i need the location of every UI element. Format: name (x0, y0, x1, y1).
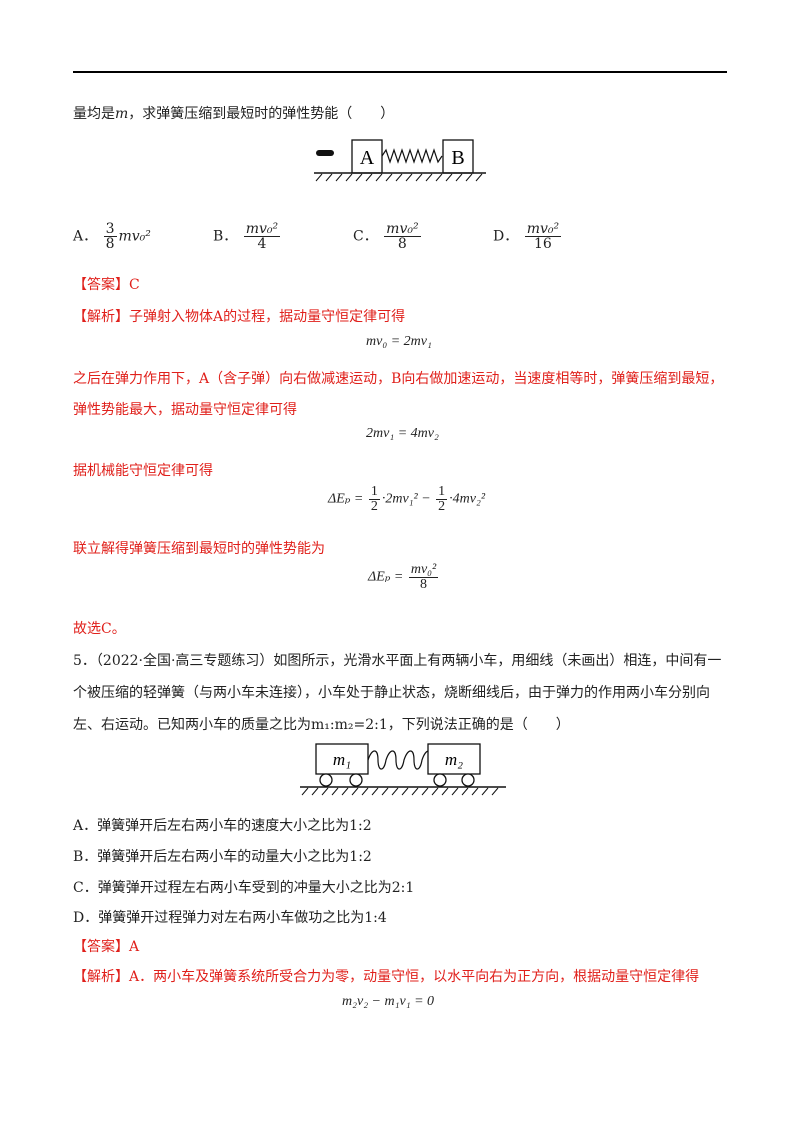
q4-stem: 量均是m，求弹簧压缩到最短时的弹性势能（ ） (73, 103, 394, 123)
ground-hatch (315, 173, 483, 182)
eq3-end: ·4mv₂² (449, 491, 486, 507)
two-carts-spring-figure: m₁ m₂ (300, 743, 506, 796)
q4-conclusion: 故选C。 (73, 621, 126, 637)
eq3-mid: ·2mv₁² − (381, 491, 431, 507)
bullet-shape (316, 150, 334, 156)
option-a-letter: A． (73, 228, 98, 245)
cart-m2 (427, 743, 481, 775)
q5-stem-line1: 5．（2022·全国·高三专题练习）如图所示，光滑水平面上有两辆小车，用细线（未… (73, 653, 722, 669)
q5-option-a[interactable]: A．弹簧弹开后左右两小车的速度大小之比为1:2 (73, 818, 372, 834)
q4-answer: 【答案】C (73, 277, 140, 293)
spring (381, 148, 443, 164)
q4-analysis-2: 之后在弹力作用下，A（含子弹）向右做减速运动，B向右做加速运动，当速度相等时，弹… (73, 371, 724, 387)
cart-m1-wheel-right (349, 773, 363, 787)
analysis-label: 【解析】 (73, 309, 129, 325)
q4-eq1: mv₀ = 2mv₁ (366, 334, 432, 349)
q5-option-b[interactable]: B．弹簧弹开后左右两小车的动量大小之比为1:2 (73, 849, 372, 865)
option-d-num: mv₀² (524, 221, 562, 237)
analysis-text: 子弹射入物体A的过程，据动量守恒定律可得 (129, 309, 406, 325)
eq4-num: mv₀² (408, 562, 439, 578)
bullet-block-spring-figure: A B (314, 139, 486, 182)
option-d-den: 16 (533, 236, 552, 252)
cart-m1 (315, 743, 369, 775)
cart-ground-hatch (301, 787, 499, 796)
q4-stem-var: m (115, 106, 129, 122)
header-rule (73, 71, 727, 73)
q5-eq1: m₂v₂ − m₁v₁ = 0 (342, 994, 435, 1009)
q4-stem-text: 量均是 (73, 106, 115, 122)
option-b-den: 4 (257, 236, 267, 252)
q4-analysis-4: 据机械能守恒定律可得 (73, 463, 213, 479)
q4-analysis-3: 弹性势能最大，据动量守恒定律可得 (73, 402, 297, 418)
q5-answer: 【答案】A (73, 939, 140, 955)
option-a-tail: mv₀² (118, 228, 151, 245)
q5-stem-line2: 个被压缩的轻弹簧（与两小车未连接），小车处于静止状态，烧断细线后，由于弹力的作用… (73, 685, 710, 701)
option-c-num: mv₀² (384, 221, 421, 237)
cart-m2-label: m₂ (445, 750, 463, 769)
option-d-letter: D． (493, 228, 519, 245)
q5-analysis-label: 【解析】 (73, 969, 129, 985)
option-a-num: 3 (103, 221, 117, 237)
q5-option-c[interactable]: C．弹簧弹开过程左右两小车受到的冲量大小之比为2:1 (73, 880, 415, 896)
cart-m2-wheel-left (433, 773, 447, 787)
option-c-letter: C． (353, 228, 378, 245)
eq3-half-1-den: 2 (370, 499, 378, 514)
q5-analysis-1: 【解析】A．两小车及弹簧系统所受合力为零，动量守恒，以水平向右为正方向，根据动量… (73, 966, 699, 986)
cart-m1-label: m₁ (333, 750, 351, 769)
block-b-label: B (451, 147, 464, 169)
option-a-den: 8 (105, 236, 115, 252)
q5-option-d[interactable]: D．弹簧弹开过程弹力对左右两小车做功之比为1:4 (73, 910, 387, 926)
option-c-den: 8 (397, 236, 407, 252)
eq4-den: 8 (420, 577, 428, 592)
q4-eq2: 2mv₁ = 4mv₂ (366, 426, 439, 441)
eq3-half-1-num: 1 (368, 484, 380, 500)
cart-m1-wheel-left (319, 773, 333, 787)
block-a-label: A (360, 147, 375, 169)
q4-analysis-1: 【解析】子弹射入物体A的过程，据动量守恒定律可得 (73, 306, 405, 326)
eq3-half-2-num: 1 (436, 484, 448, 500)
option-b-letter: B． (213, 228, 238, 245)
q4-analysis-5: 联立解得弹簧压缩到最短时的弹性势能为 (73, 541, 325, 557)
q4-stem-rest: ，求弹簧压缩到最短时的弹性势能（ ） (128, 106, 395, 122)
q5-stem-line3: 左、右运动。已知两小车的质量之比为m₁:m₂=2:1，下列说法正确的是（ ） (73, 717, 570, 733)
eq3-half-2-den: 2 (438, 499, 446, 514)
cart-m2-wheel-right (461, 773, 475, 787)
q5-analysis-text: A．两小车及弹簧系统所受合力为零，动量守恒，以水平向右为正方向，根据动量守恒定律… (129, 969, 700, 985)
option-b-num: mv₀² (243, 221, 281, 237)
eq3-left: ΔEₚ = (328, 491, 364, 507)
eq4-left: ΔEₚ = (368, 569, 404, 585)
